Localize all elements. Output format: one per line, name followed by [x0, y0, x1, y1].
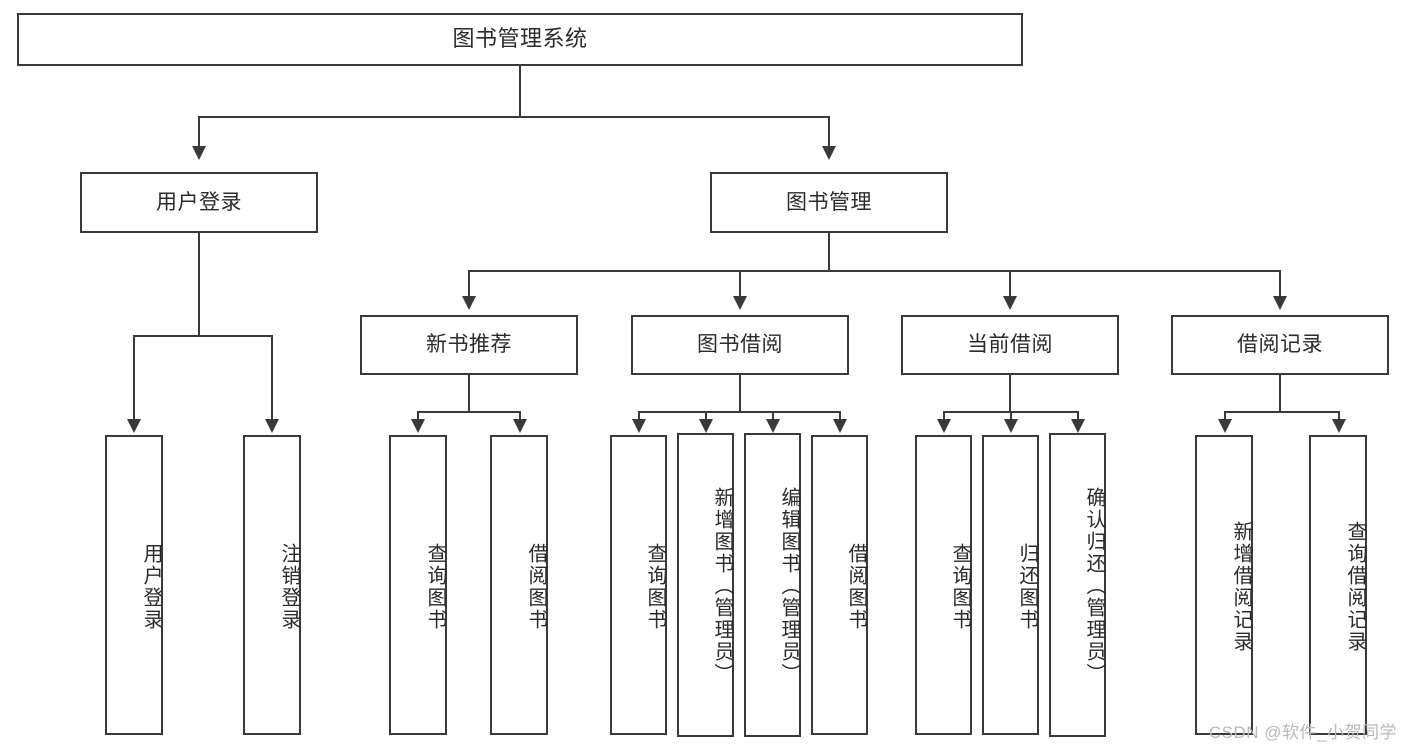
connector-root-spreader: [198, 116, 830, 118]
node-root-book-management-system: 图书管理系统: [17, 13, 1023, 66]
leaf-add-borrow-record: 新增借阅记录: [1195, 435, 1253, 735]
leaf-return-book: 归还图书: [982, 435, 1039, 735]
connector-bb-branch-2: [705, 411, 707, 421]
node-user-login: 用户登录: [80, 172, 318, 233]
arrow-down-icon: [699, 419, 713, 433]
connector-br-branch-2: [1338, 411, 1340, 421]
connector-bb-branch-4: [839, 411, 841, 421]
connector-br-branch-1: [1224, 411, 1226, 421]
arrow-down-icon: [833, 419, 847, 433]
arrow-down-icon: [822, 146, 836, 160]
connector-nbr-stem: [468, 375, 470, 411]
node-book-management: 图书管理: [710, 172, 948, 233]
arrow-down-icon: [513, 419, 527, 433]
connector-bm-branch-3: [1009, 270, 1011, 298]
connector-bb-stem: [739, 375, 741, 411]
connector-bm-branch-2: [739, 270, 741, 298]
leaf-confirm-return-admin: 确认归还（管理员）: [1049, 433, 1106, 737]
connector-br-stem: [1279, 375, 1281, 411]
leaf-user-login: 用户登录: [105, 435, 163, 735]
arrow-down-icon: [127, 419, 141, 433]
connector-user-login-branch-1: [133, 335, 135, 421]
connector-user-login-branch-2: [271, 335, 273, 421]
leaf-logout-login: 注销登录: [243, 435, 301, 735]
arrow-down-icon: [632, 419, 646, 433]
arrow-down-icon: [1004, 419, 1018, 433]
leaf-query-book-borrow: 查询图书: [610, 435, 667, 735]
leaf-query-book-recommend: 查询图书: [389, 435, 447, 735]
connector-br-spreader: [1224, 411, 1339, 413]
arrow-down-icon: [1332, 419, 1346, 433]
arrow-down-icon: [1218, 419, 1232, 433]
leaf-borrow-book-borrow: 借阅图书: [811, 435, 868, 735]
leaf-add-book-admin: 新增图书（管理员）: [677, 433, 734, 737]
connector-root-to-book-management: [828, 116, 830, 148]
leaf-borrow-book-recommend: 借阅图书: [490, 435, 548, 735]
leaf-edit-book-admin: 编辑图书（管理员）: [744, 433, 801, 737]
connector-cb-branch-3: [1077, 411, 1079, 421]
connector-book-management-spreader: [468, 270, 1280, 272]
connector-nbr-spreader: [417, 411, 520, 413]
connector-bb-spreader: [638, 411, 841, 413]
connector-cb-stem: [1009, 375, 1011, 411]
arrow-down-icon: [1003, 296, 1017, 310]
node-new-book-recommend: 新书推荐: [360, 315, 578, 375]
arrow-down-icon: [1071, 419, 1085, 433]
leaf-query-borrow-record: 查询借阅记录: [1309, 435, 1367, 735]
connector-bm-branch-1: [468, 270, 470, 298]
arrow-down-icon: [462, 296, 476, 310]
connector-root-to-user-login: [198, 116, 200, 148]
arrow-down-icon: [265, 419, 279, 433]
arrow-down-icon: [1273, 296, 1287, 310]
arrow-down-icon: [937, 419, 951, 433]
connector-user-login-spreader: [133, 335, 272, 337]
connector-user-login-stem: [198, 233, 200, 335]
connector-bb-branch-3: [772, 411, 774, 421]
arrow-down-icon: [733, 296, 747, 310]
connector-book-management-stem: [828, 233, 830, 270]
connector-nbr-branch-1: [417, 411, 419, 421]
connector-cb-branch-1: [943, 411, 945, 421]
node-book-borrow: 图书借阅: [631, 315, 849, 375]
connector-bb-branch-1: [638, 411, 640, 421]
node-current-borrow: 当前借阅: [901, 315, 1119, 375]
node-borrow-record: 借阅记录: [1171, 315, 1389, 375]
arrow-down-icon: [766, 419, 780, 433]
connector-cb-branch-2: [1010, 411, 1012, 421]
leaf-query-book-current: 查询图书: [915, 435, 972, 735]
csdn-watermark: CSDN @软件_小贺同学: [1208, 723, 1397, 742]
connector-bm-branch-4: [1279, 270, 1281, 298]
arrow-down-icon: [192, 146, 206, 160]
connector-nbr-branch-2: [519, 411, 521, 421]
arrow-down-icon: [411, 419, 425, 433]
connector-root-stem: [519, 66, 521, 116]
